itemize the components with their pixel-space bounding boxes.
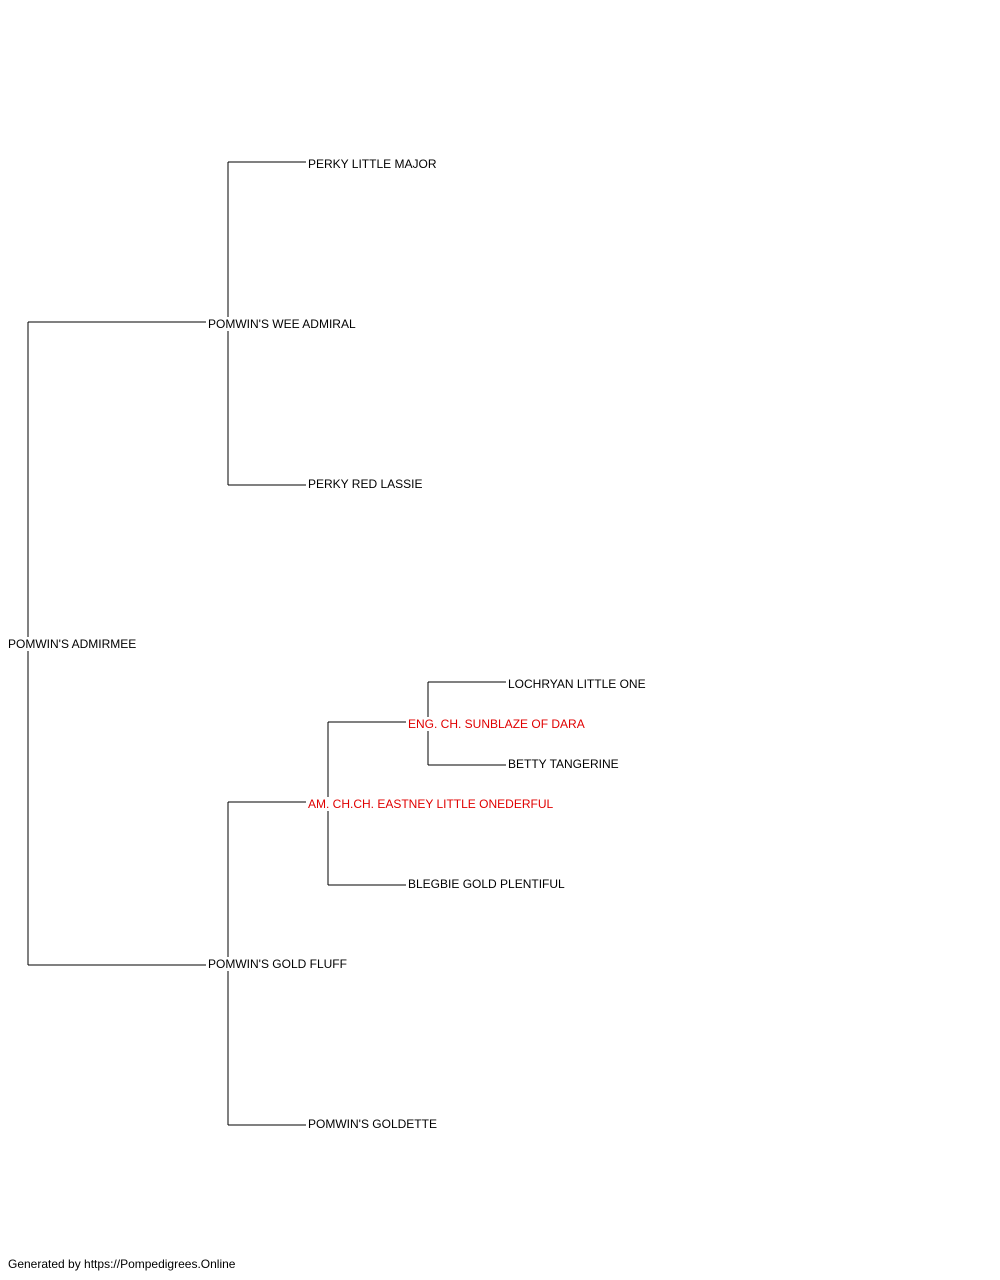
sire-sire-name[interactable]: PERKY LITTLE MAJOR <box>307 157 438 171</box>
dam-sire-sire-dam-name[interactable]: BETTY TANGERINE <box>507 757 620 771</box>
dam-sire-sire-name[interactable]: ENG. CH. SUNBLAZE OF DARA <box>407 717 586 731</box>
dam-dam-name[interactable]: POMWIN'S GOLDETTE <box>307 1117 438 1131</box>
subject-name[interactable]: POMWIN'S ADMIRMEE <box>7 637 138 651</box>
dam-sire-name[interactable]: AM. CH.CH. EASTNEY LITTLE ONEDERFUL <box>307 797 555 811</box>
dam-sire-sire-sire-name[interactable]: LOCHRYAN LITTLE ONE <box>507 677 647 691</box>
dam-name[interactable]: POMWIN'S GOLD FLUFF <box>207 957 348 971</box>
sire-name[interactable]: POMWIN'S WEE ADMIRAL <box>207 317 357 331</box>
dam-sire-dam-name[interactable]: BLEGBIE GOLD PLENTIFUL <box>407 877 566 891</box>
sire-dam-name[interactable]: PERKY RED LASSIE <box>307 477 424 491</box>
generated-by-footer: Generated by https://Pompedigrees.Online <box>8 1257 236 1271</box>
